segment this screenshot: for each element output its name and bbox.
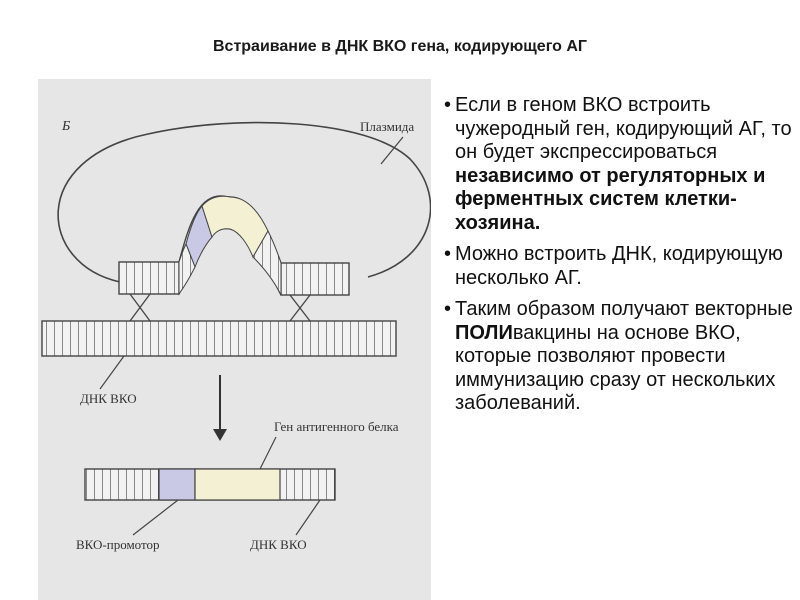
pointer-vko-dna-top <box>99 355 125 390</box>
pointer-antigen-gene <box>259 436 277 470</box>
figure-letter: Б <box>62 119 71 134</box>
label-vko-dna-top: ДНК ВКО <box>80 391 137 406</box>
label-plasmid: Плазмида <box>360 119 415 134</box>
pointer-vko-dna-bottom <box>295 499 321 536</box>
insert-arch-right-leg <box>252 229 282 296</box>
slide-title: Встраивание в ДНК ВКО гена, кодирующего … <box>212 38 587 55</box>
pointer-vko-promoter <box>132 499 179 536</box>
bullet-text: Таким образом получают векторные <box>455 298 793 320</box>
bullet-list: Если в геном ВКО встроить чужеродный ген… <box>444 94 794 424</box>
plasmid-loop <box>57 121 431 283</box>
plasmid-right-segment <box>280 262 350 296</box>
pointer-plasmid <box>380 136 404 165</box>
bullet-text: вакцины на основе ВКО, которые позволяют… <box>455 321 776 415</box>
bullet-bold-text: ПОЛИ <box>455 321 513 344</box>
label-antigen-gene: Ген антигенного белка <box>274 419 399 434</box>
transform-arrow-head <box>213 429 227 441</box>
bullet-item: Если в геном ВКО встроить чужеродный ген… <box>444 94 794 235</box>
bullet-text: Можно встроить ДНК, кодирующую несколько… <box>455 243 783 289</box>
dna-insertion-diagram <box>41 121 431 536</box>
crossover-right <box>289 294 311 322</box>
recombinant-promoter <box>158 468 196 501</box>
label-vko-promoter: ВКО-промотор <box>76 537 160 552</box>
insert-arch-left-leg <box>178 242 196 296</box>
bullet-bold-text: независимо от регуляторных и ферментных … <box>455 164 766 234</box>
bullet-text: Если в геном ВКО встроить чужеродный ген… <box>455 94 792 163</box>
plasmid-left-segment <box>118 261 180 295</box>
bullet-item: Можно встроить ДНК, кодирующую несколько… <box>444 243 794 290</box>
bullet-item: Таким образом получают векторные ПОЛИвак… <box>444 298 794 416</box>
label-vko-dna-bottom: ДНК ВКО <box>250 537 307 552</box>
recombinant-gene <box>194 468 281 501</box>
vko-dna-strand-top <box>41 320 397 357</box>
crossover-left <box>129 293 151 322</box>
dna-insertion-figure: Б Плазмида ДНК ВКО Ген антигенного белка… <box>38 79 431 600</box>
